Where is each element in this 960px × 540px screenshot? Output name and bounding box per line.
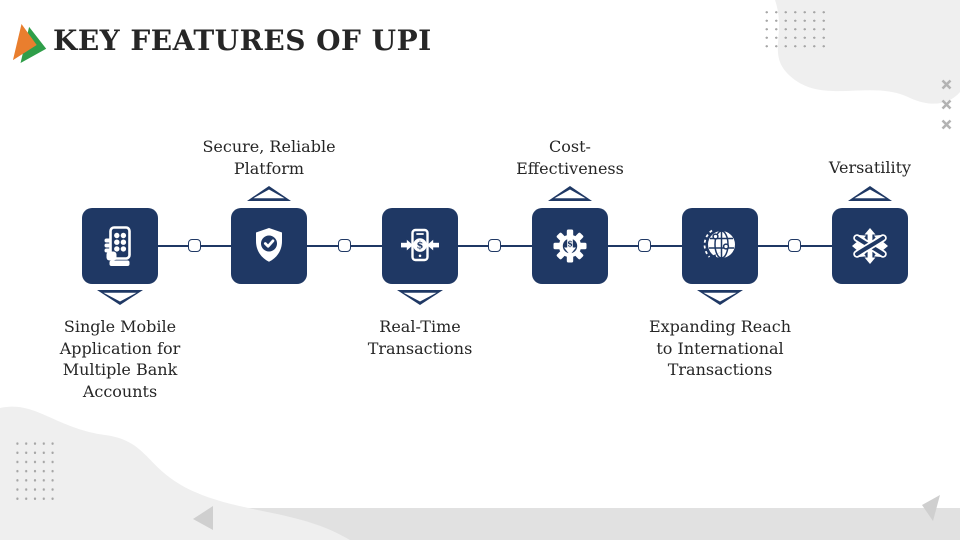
- mobile-banking-hand-icon: [104, 226, 131, 266]
- x-mark-icon: [941, 79, 952, 90]
- timeline-node: [638, 239, 651, 252]
- x-mark-icon: [941, 99, 952, 110]
- slide-header: KEY FEATURES OF UPI: [12, 21, 432, 67]
- feature-label: Cost- Effectiveness: [516, 137, 624, 178]
- dots-grid-bottom-left: [13, 439, 59, 502]
- phone-money-transfer-icon: $: [401, 228, 439, 262]
- corner-triangle-left: [193, 506, 213, 530]
- chevron-down-marker: [397, 290, 443, 305]
- timeline-node: [188, 239, 201, 252]
- feature-label: Secure, Reliable Platform: [202, 137, 336, 178]
- timeline-node: [488, 239, 501, 252]
- timeline-node: [788, 239, 801, 252]
- chevron-down-marker: [697, 290, 743, 305]
- feature-tile-secure-platform: [231, 208, 307, 284]
- feature-label: Versatility: [828, 158, 912, 177]
- dots-grid-top-right: [762, 8, 828, 50]
- timeline-node: [338, 239, 351, 252]
- feature-tile-real-time: $: [382, 208, 458, 284]
- x-mark-icon: [941, 119, 952, 130]
- feature-tile-international: [682, 208, 758, 284]
- chevron-up-marker: [548, 186, 592, 201]
- feature-tile-cost-effectiveness: $: [532, 208, 608, 284]
- corner-triangle-right: [922, 495, 940, 521]
- feature-label: Single Mobile Application for Multiple B…: [59, 317, 181, 401]
- shield-check-icon: [256, 228, 282, 262]
- svg-text:$: $: [417, 241, 424, 252]
- multi-direction-arrows-icon: [852, 228, 888, 264]
- globe-international-icon: [703, 229, 735, 259]
- chevron-up-marker: [247, 186, 291, 201]
- svg-text:$: $: [567, 239, 573, 249]
- upi-logo-arrows-icon: [12, 24, 47, 63]
- chevron-up-marker: [848, 186, 892, 201]
- background-blob-bottom-left: [0, 406, 350, 540]
- page-title: KEY FEATURES OF UPI: [53, 24, 432, 57]
- feature-label: Expanding Reach to International Transac…: [648, 317, 792, 379]
- feature-label: Real-Time Transactions: [367, 317, 473, 358]
- x-marks-column: [941, 79, 952, 130]
- feature-tile-single-mobile-app: [82, 208, 158, 284]
- gear-cost-down-icon: $: [553, 229, 587, 263]
- feature-tile-versatility: [832, 208, 908, 284]
- chevron-down-marker: [97, 290, 143, 305]
